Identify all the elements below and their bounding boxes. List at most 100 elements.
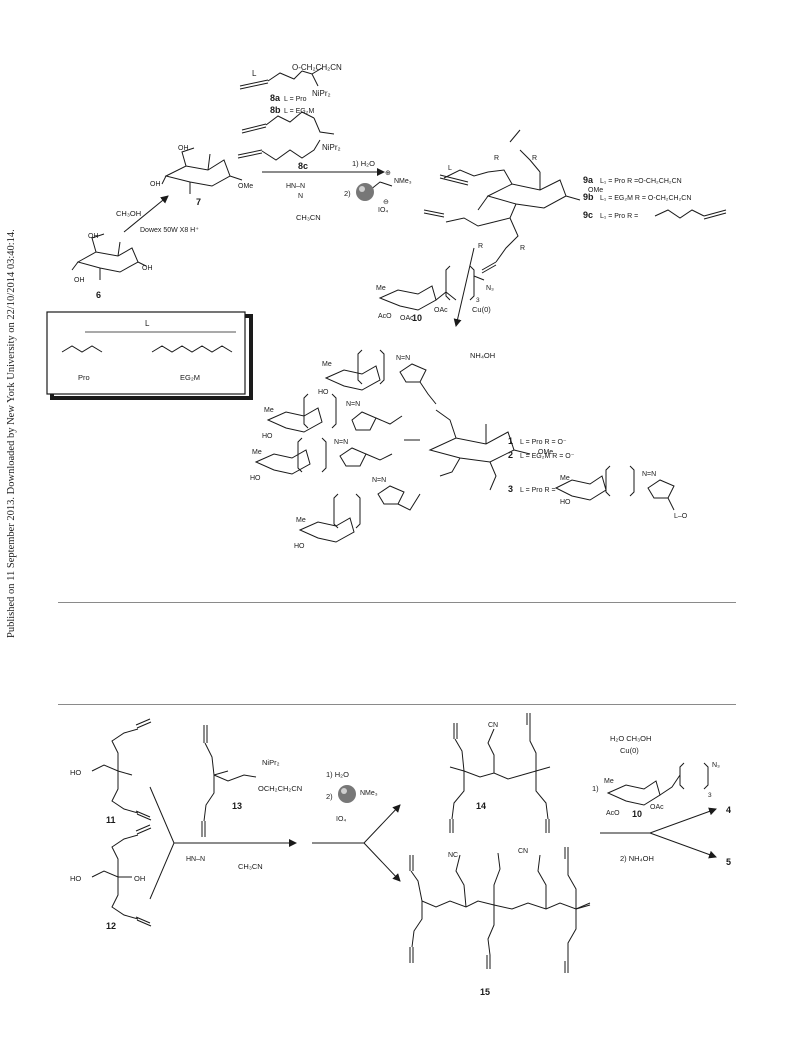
triazole-c: N=N [334, 439, 348, 446]
label-14: 14 [476, 801, 486, 811]
fork-left [149, 786, 175, 900]
label-15: 15 [480, 987, 490, 997]
product-9b: 9b [583, 192, 594, 202]
oh-7-b: OH [150, 181, 161, 188]
final-3-text: L = Pro R = [520, 487, 556, 494]
reagent-8a-structure [239, 67, 323, 90]
compound-6-structure [71, 233, 147, 280]
label-13: 13 [232, 801, 242, 811]
compound-14-structure [449, 713, 551, 833]
nc-15: NC [448, 852, 458, 859]
label-8a-text: L = Pro [284, 96, 307, 103]
arrow-to-15 [363, 842, 401, 882]
label-4: 4 [726, 805, 731, 815]
final-2: 2 [508, 450, 513, 460]
me-final-b: Me [264, 407, 274, 414]
product-9c-text: L₁ = Pro R = [600, 213, 638, 220]
oh-7-a: OH [178, 145, 189, 152]
me-final-c: Me [252, 449, 262, 456]
oac-10-2: OAc [650, 804, 664, 811]
r-group-3-structure [554, 465, 675, 511]
final-product-structure [254, 349, 531, 543]
ho-11: HO [70, 768, 81, 777]
sub3-2: 3 [708, 792, 712, 799]
step-1-2: 1) H₂O [326, 770, 349, 779]
reagent-8c-structure [237, 111, 335, 161]
compound-7-structure [161, 147, 243, 194]
linker-legend-box [46, 311, 253, 400]
r-group-9c-structure [654, 209, 727, 220]
oh-6-a: OH [88, 233, 99, 240]
compound-10-structure [378, 265, 485, 311]
product-9c: 9c [583, 210, 593, 220]
label-11: 11 [106, 815, 116, 825]
product-9a-text: L₁ = Pro R =O-CH₂CH₂CN [600, 178, 682, 185]
compound-10-scheme2-structure [606, 762, 709, 806]
azide-n3: N₃ [486, 285, 494, 292]
nme3-label: NMe₃ [394, 178, 412, 185]
oh-6-b: OH [142, 265, 153, 272]
solvent-2: CH₃CN [238, 862, 263, 871]
step2-1-label: 1) [592, 784, 599, 793]
n3-2: N₃ [712, 762, 720, 769]
triazole-d: N=N [372, 477, 386, 484]
label-12: 12 [106, 921, 116, 931]
reagent-8a-group: O-CH₂CH₂CN [292, 63, 342, 72]
l-o-final: L–O [674, 513, 688, 520]
step-2-2: 2) [326, 792, 333, 801]
step-2-label: 2) [344, 189, 351, 198]
reagent13-ocn: OCH₂CH₂CN [258, 784, 302, 793]
tetrazole-nh: HN–N [286, 183, 305, 190]
final-3: 3 [508, 484, 513, 494]
me-final-a: Me [322, 361, 332, 368]
ho-final-r: HO [560, 499, 571, 506]
label-8b: 8b [270, 105, 281, 115]
ho-final-b: HO [262, 433, 273, 440]
oac-10-b: OAc [400, 315, 414, 322]
reagent-8c-nipr: NiPr₂ [322, 143, 341, 152]
r-label-9b: R [532, 155, 537, 162]
reagent-8a-l: L [252, 69, 257, 78]
nh4oh-2: 2) NH₄OH [620, 854, 654, 863]
label-7: 7 [196, 197, 201, 207]
arrow-to-5 [649, 832, 717, 859]
legend-title: L [145, 319, 150, 328]
io4-label: IO₄ [378, 207, 388, 214]
solvent-label: CH₃CN [296, 213, 321, 222]
triazole-a: N=N [396, 355, 410, 362]
bead-reagent-structure [369, 181, 393, 191]
me-final-r: Me [560, 475, 570, 482]
oh-12: OH [134, 874, 145, 883]
product-9a: 9a [583, 175, 594, 185]
step-1-label: 1) H₂O [352, 159, 375, 168]
scheme-1-figure: O-CH₂CH₂CN NiPr₂ L 8a L = Pro 8b L = EG₂… [46, 63, 727, 550]
final-1-text: L = Pro R = O⁻ [520, 439, 567, 446]
cn-14: CN [488, 722, 498, 729]
tetrazole-n: N [298, 193, 303, 200]
triazole-r: N=N [642, 471, 656, 478]
ome-final: OMe [538, 449, 553, 456]
ho-final-a: HO [318, 389, 329, 396]
azide-sub3: 3 [476, 297, 480, 304]
io4-2: IO₄ [336, 816, 346, 823]
cu0-2: Cu(0) [620, 746, 639, 755]
triazole-b: N=N [346, 401, 360, 408]
arrow-to-14 [312, 804, 401, 844]
l-label-9: L [448, 165, 452, 172]
legend-pro: Pro [78, 373, 90, 382]
legend-eg2m: EG₂M [180, 373, 200, 382]
label-10-2: 10 [632, 809, 642, 819]
plus-charge: ⊕ [385, 170, 391, 177]
ho-final-c: HO [250, 475, 261, 482]
r-label-9d: R [520, 245, 525, 252]
label-5: 5 [726, 857, 731, 867]
aco-10-2: AcO [606, 810, 620, 817]
solid-support-bead-1 [356, 183, 374, 201]
cu0-label: Cu(0) [472, 305, 491, 314]
ome-9: OMe [588, 187, 603, 194]
me-10: Me [376, 285, 386, 292]
oh-6-c: OH [74, 277, 85, 284]
label-8b-text: L = EG₂M [284, 108, 314, 115]
scheme-2-figure: HO 11 HO OH 12 NiPr₂ OCH₂CH₂CN 13 HN–N C… [70, 713, 731, 997]
compound-9-structure [423, 129, 581, 274]
